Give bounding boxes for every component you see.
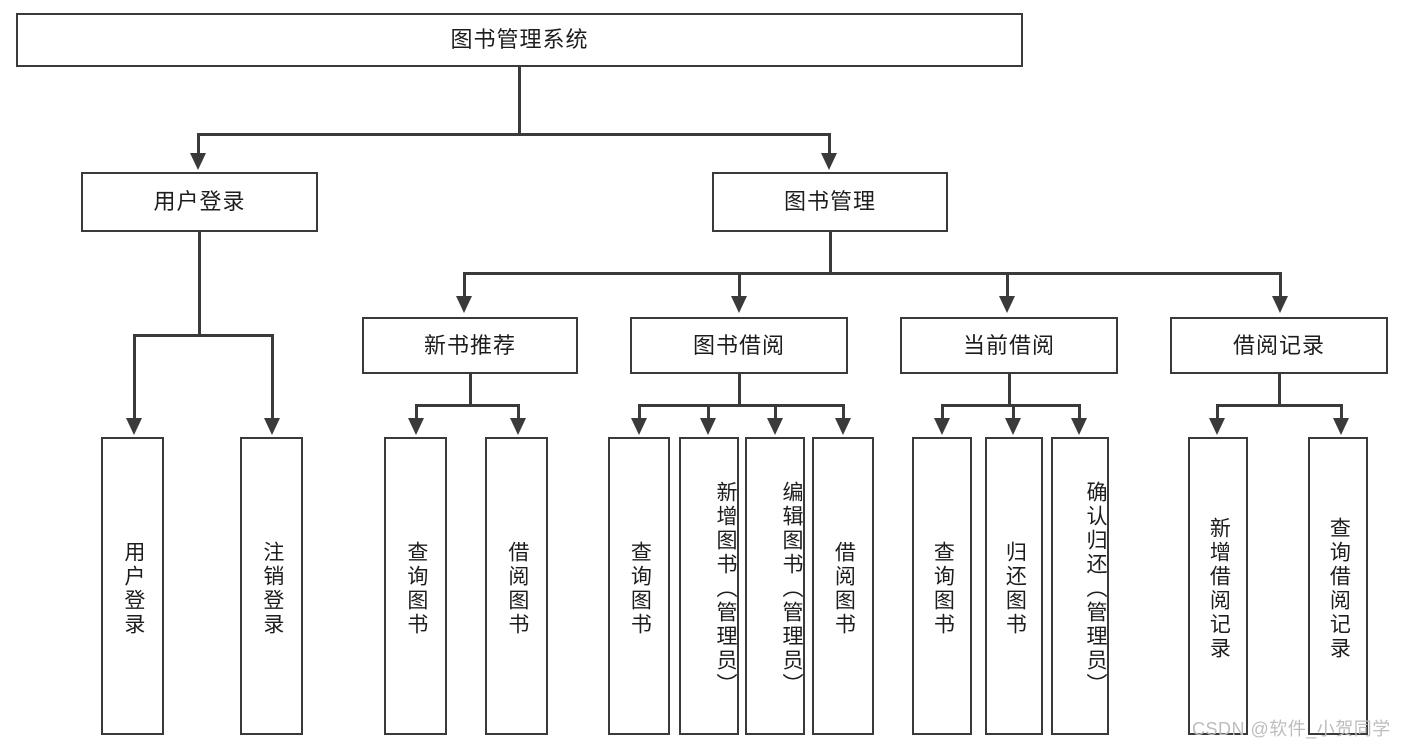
arrow-login-to-leaf2 bbox=[264, 418, 280, 435]
arrow-recommend-to-leaf1 bbox=[408, 418, 424, 435]
node-label: 图书管理系统 bbox=[450, 27, 589, 53]
connector-login-to-leaf2 bbox=[271, 334, 274, 420]
connector-borrow-stem bbox=[738, 374, 741, 406]
connector-login-to-leaf1 bbox=[133, 334, 136, 420]
node-label: 新增借阅记录 bbox=[1207, 517, 1231, 661]
connector-current-to-leaf3 bbox=[1078, 404, 1081, 420]
node-label: 图书管理 bbox=[783, 189, 876, 215]
connector-recommend-stem bbox=[469, 374, 472, 406]
node-label: 归还图书 bbox=[1003, 541, 1027, 637]
connector-borrow-bus bbox=[638, 404, 844, 407]
connector-record-to-leaf1 bbox=[1216, 404, 1219, 420]
node-label: 图书借阅 bbox=[692, 332, 785, 358]
arrow-record-to-leaf2 bbox=[1333, 418, 1349, 435]
connector-login-bus bbox=[133, 334, 273, 337]
leaf-user-login[interactable]: 用户登录 bbox=[101, 437, 164, 735]
connector-login-stem bbox=[198, 232, 201, 336]
node-root-system[interactable]: 图书管理系统 bbox=[16, 13, 1023, 67]
arrow-current-to-leaf3 bbox=[1071, 418, 1087, 435]
arrow-borrow-to-leaf4 bbox=[835, 418, 851, 435]
node-book-borrow[interactable]: 图书借阅 bbox=[630, 317, 848, 374]
arrow-root-to-bookmgmt bbox=[821, 153, 837, 170]
leaf-edit-book-admin[interactable]: 编辑图书（管理员） bbox=[745, 437, 805, 735]
node-label: 查询图书 bbox=[931, 541, 955, 637]
connector-root-bus bbox=[197, 133, 830, 136]
connector-current-to-leaf2 bbox=[1012, 404, 1015, 420]
leaf-query-borrow-record[interactable]: 查询借阅记录 bbox=[1308, 437, 1368, 735]
connector-recommend-to-leaf2 bbox=[517, 404, 520, 420]
arrow-root-to-login bbox=[190, 153, 206, 170]
connector-record-stem bbox=[1278, 374, 1281, 406]
leaf-confirm-return-admin[interactable]: 确认归还（管理员） bbox=[1051, 437, 1109, 735]
arrow-borrow-to-leaf3 bbox=[767, 418, 783, 435]
connector-bookmgmt-to-borrow bbox=[738, 272, 741, 298]
node-label: 用户登录 bbox=[121, 541, 145, 637]
arrow-current-to-leaf1 bbox=[934, 418, 950, 435]
connector-bookmgmt-to-current bbox=[1006, 272, 1009, 298]
node-label: 新书推荐 bbox=[423, 332, 516, 358]
connector-bookmgmt-to-record bbox=[1279, 272, 1282, 298]
node-label: 用户登录 bbox=[153, 189, 246, 215]
node-label: 借阅图书 bbox=[505, 541, 529, 637]
node-borrow-record[interactable]: 借阅记录 bbox=[1170, 317, 1388, 374]
connector-record-bus bbox=[1216, 404, 1340, 407]
arrow-login-to-leaf1 bbox=[126, 418, 142, 435]
arrow-bookmgmt-to-borrow bbox=[731, 296, 747, 313]
arrow-bookmgmt-to-record bbox=[1272, 296, 1288, 313]
node-label: 借阅记录 bbox=[1232, 332, 1325, 358]
connector-borrow-to-leaf1 bbox=[638, 404, 641, 420]
arrow-recommend-to-leaf2 bbox=[510, 418, 526, 435]
connector-recommend-to-leaf1 bbox=[415, 404, 418, 420]
node-label: 借阅图书 bbox=[832, 541, 856, 637]
connector-recommend-bus bbox=[415, 404, 517, 407]
leaf-logout[interactable]: 注销登录 bbox=[240, 437, 303, 735]
arrow-record-to-leaf1 bbox=[1209, 418, 1225, 435]
leaf-borrow-book-recommend[interactable]: 借阅图书 bbox=[485, 437, 548, 735]
node-current-borrow[interactable]: 当前借阅 bbox=[900, 317, 1118, 374]
arrow-borrow-to-leaf2 bbox=[700, 418, 716, 435]
node-label: 注销登录 bbox=[260, 541, 284, 637]
leaf-query-book-borrow[interactable]: 查询图书 bbox=[608, 437, 670, 735]
connector-root-to-login bbox=[197, 133, 200, 155]
node-label: 新增图书（管理员） bbox=[714, 481, 737, 697]
connector-root-to-bookmgmt bbox=[828, 133, 831, 155]
arrow-bookmgmt-to-current bbox=[999, 296, 1015, 313]
leaf-query-book-recommend[interactable]: 查询图书 bbox=[384, 437, 447, 735]
leaf-borrow-book[interactable]: 借阅图书 bbox=[812, 437, 874, 735]
arrow-borrow-to-leaf1 bbox=[631, 418, 647, 435]
arrow-current-to-leaf2 bbox=[1005, 418, 1021, 435]
node-user-login[interactable]: 用户登录 bbox=[81, 172, 318, 232]
connector-bookmgmt-to-new bbox=[463, 272, 466, 298]
connector-bookmgmt-stem bbox=[829, 232, 832, 274]
node-new-book-recommend[interactable]: 新书推荐 bbox=[362, 317, 578, 374]
connector-borrow-to-leaf3 bbox=[774, 404, 777, 420]
node-label: 查询借阅记录 bbox=[1327, 517, 1351, 661]
node-label: 查询图书 bbox=[628, 541, 652, 637]
leaf-query-book-current[interactable]: 查询图书 bbox=[912, 437, 972, 735]
leaf-add-borrow-record[interactable]: 新增借阅记录 bbox=[1188, 437, 1248, 735]
connector-bookmgmt-bus bbox=[463, 272, 1279, 275]
node-label: 查询图书 bbox=[404, 541, 428, 637]
connector-root-stem bbox=[518, 67, 521, 133]
connector-current-stem bbox=[1008, 374, 1011, 406]
watermark: CSDN @软件_小贺同学 bbox=[1192, 719, 1391, 739]
node-book-management[interactable]: 图书管理 bbox=[712, 172, 948, 232]
node-label: 确认归还（管理员） bbox=[1084, 481, 1107, 697]
connector-borrow-to-leaf4 bbox=[842, 404, 845, 420]
connector-borrow-to-leaf2 bbox=[707, 404, 710, 420]
connector-current-to-leaf1 bbox=[941, 404, 944, 420]
connector-record-to-leaf2 bbox=[1340, 404, 1343, 420]
node-label: 编辑图书（管理员） bbox=[780, 481, 803, 697]
arrow-bookmgmt-to-new bbox=[456, 296, 472, 313]
connector-current-bus bbox=[941, 404, 1080, 407]
leaf-add-book-admin[interactable]: 新增图书（管理员） bbox=[679, 437, 739, 735]
node-label: 当前借阅 bbox=[962, 332, 1055, 358]
leaf-return-book[interactable]: 归还图书 bbox=[985, 437, 1043, 735]
